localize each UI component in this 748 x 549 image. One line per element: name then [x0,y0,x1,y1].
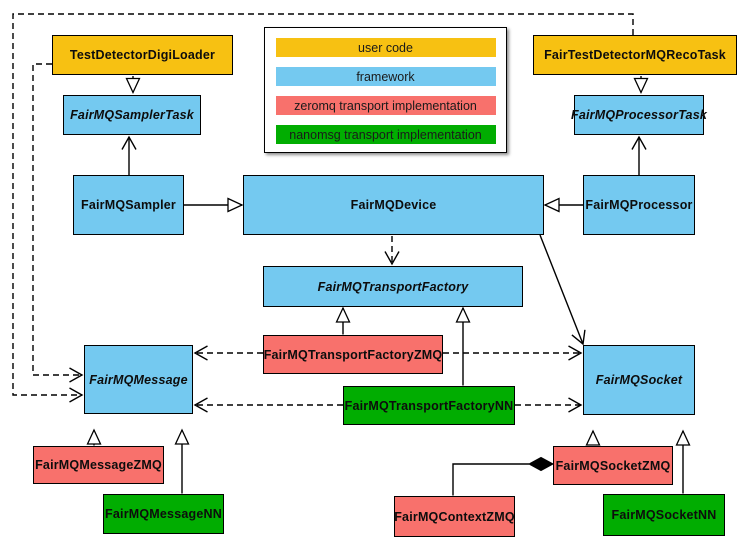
node-fairmqsampler: FairMQSampler [73,175,184,235]
legend: user code framework zeromq transport imp… [264,27,507,153]
association-connectors [121,135,647,346]
node-fairmqmessagezmq: FairMQMessageZMQ [33,446,164,484]
aggregation-diamond-icon [527,456,555,472]
node-fairmqdevice: FairMQDevice [243,175,544,235]
composition-connector [452,456,555,496]
node-fairmqtransportfactory: FairMQTransportFactory [263,266,523,307]
node-fairmqsamplertask: FairMQSamplerTask [63,95,201,135]
edge-contextzmq-line [452,463,529,496]
node-fairmqcontextzmq: FairMQContextZMQ [394,496,515,537]
node-fairmqprocessortask: FairMQProcessorTask [571,95,707,135]
node-testdetectordigiloader: TestDetectorDigiLoader [52,35,233,75]
legend-item-zeromq: zeromq transport implementation [275,96,496,115]
legend-item-nanomsg: nanomsg transport implementation [275,125,496,144]
node-fairmqmessagenn: FairMQMessageNN [103,494,224,534]
node-fairtestdetectormqrecotask: FairTestDetectorMQRecoTask [533,35,737,75]
node-fairmqtransportfactoryzmq: FairMQTransportFactoryZMQ [263,335,443,374]
legend-item-framework: framework [275,67,496,86]
node-fairmqmessage: FairMQMessage [84,345,193,414]
node-fairmqtransportfactorynn: FairMQTransportFactoryNN [343,386,515,425]
node-fairmqsocketnn: FairMQSocketNN [603,494,725,536]
node-fairmqsocketzmq: FairMQSocketZMQ [553,446,673,485]
node-fairmqprocessor: FairMQProcessor [583,175,695,235]
edge-device-socket [539,234,586,346]
node-fairmqsocket: FairMQSocket [583,345,695,415]
legend-item-user-code: user code [275,38,496,57]
